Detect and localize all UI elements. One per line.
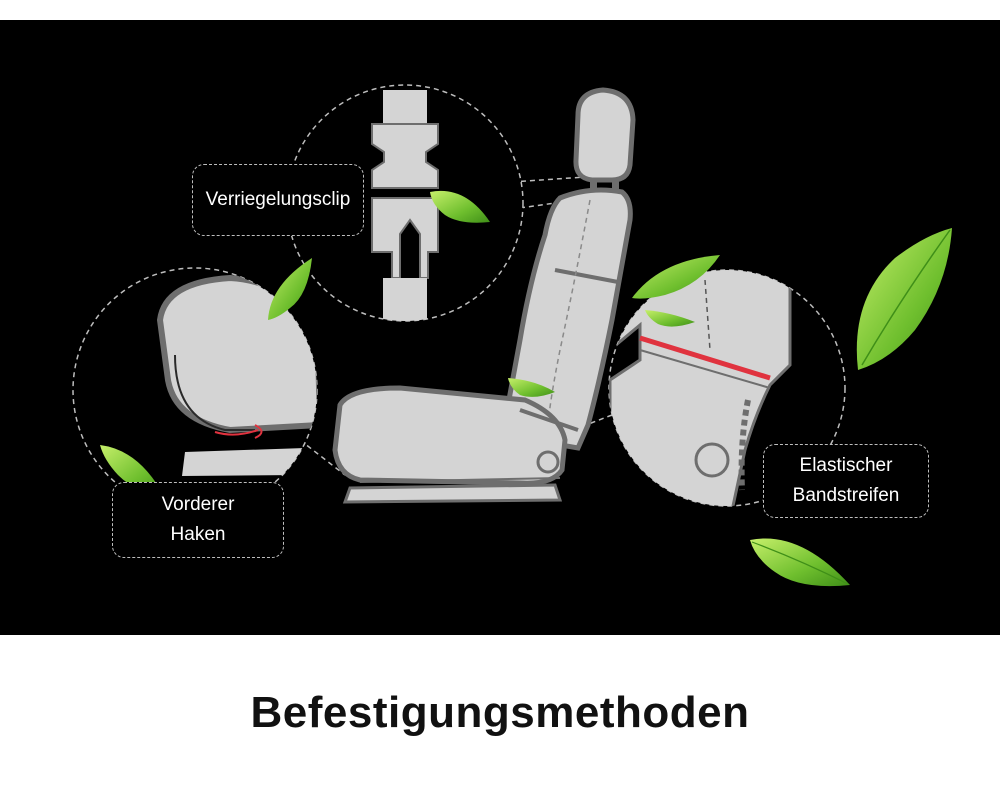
callout-elastic-strap: Elastischer Bandstreifen [763,444,929,518]
leaf-icon [632,255,720,299]
car-seat [332,87,636,504]
detail-circle-front-hook [72,267,318,513]
leaf-icon [750,538,850,587]
callout-front-hook-line1: Vorderer [161,494,235,515]
leaf-icon [430,190,490,223]
callout-locking-clip-label: Verriegelungsclip [205,189,351,210]
illustration-panel: Verriegelungsclip Vorderer Haken Elastis… [0,20,1000,635]
leaf-icon [645,310,695,327]
callout-front-hook-line2: Haken [170,524,226,545]
leaf-icon [268,258,312,320]
callout-elastic-strap-line1: Elastischer [799,455,893,476]
callout-front-hook: Vorderer Haken [112,482,284,558]
decorative-leaves [100,190,952,587]
callout-elastic-strap-line2: Bandstreifen [792,485,900,506]
page-title: Befestigungsmethoden [250,688,750,737]
callout-locking-clip: Verriegelungsclip [192,164,364,236]
leaf-icon [508,378,555,397]
